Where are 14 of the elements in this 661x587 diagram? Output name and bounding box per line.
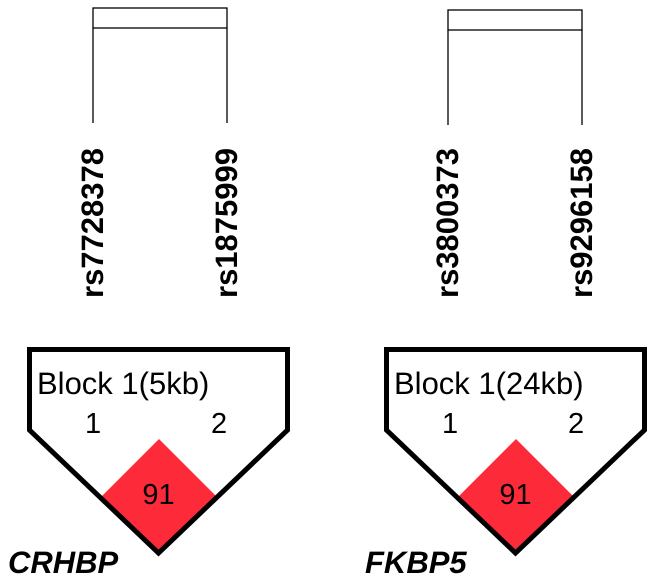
- snp-label: rs7728378: [77, 148, 109, 298]
- gene-name: FKBP5: [365, 546, 467, 580]
- marker-number: 2: [568, 409, 584, 441]
- ld-value: 91: [498, 480, 533, 512]
- marker-number: 1: [85, 409, 102, 441]
- block-title: Block 1(24kb): [394, 367, 584, 402]
- snp-label: rs9296158: [566, 148, 598, 298]
- marker-number: 1: [442, 409, 458, 441]
- block-title: Block 1(5kb): [37, 367, 210, 402]
- ld-value: 91: [141, 480, 176, 512]
- snp-label: rs3800373: [432, 148, 464, 298]
- gene-name: CRHBP: [8, 546, 118, 580]
- snp-label: rs1875999: [211, 148, 243, 298]
- marker-number: 2: [211, 409, 228, 441]
